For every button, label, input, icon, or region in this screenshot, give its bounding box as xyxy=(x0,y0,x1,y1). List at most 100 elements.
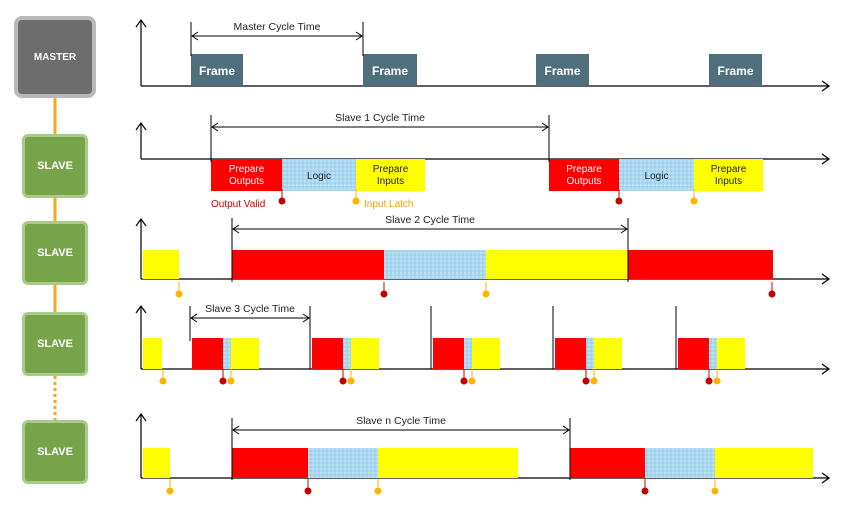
input-latch-marker xyxy=(713,377,721,385)
prepare-outputs-block xyxy=(232,250,384,279)
slave3-cycle-label: Slave 3 Cycle Time xyxy=(205,303,295,315)
time-axis-arrowhead xyxy=(821,363,831,375)
output-valid-marker xyxy=(304,487,312,495)
prepare-inputs-block xyxy=(594,338,622,369)
slave-node-n: SLAVE xyxy=(22,420,88,484)
prepare-inputs-block-label: Prepare xyxy=(373,164,409,175)
prepare-outputs-block xyxy=(192,338,223,369)
logic-block xyxy=(282,159,356,191)
prepare-outputs-block xyxy=(433,338,464,369)
input-latch-marker xyxy=(482,290,490,298)
logic-block xyxy=(384,250,486,279)
frame-block xyxy=(363,54,417,86)
prepare-inputs-block-label: Inputs xyxy=(377,176,404,187)
output-valid-marker xyxy=(768,290,776,298)
prepare-inputs-block-label: Prepare xyxy=(711,164,747,175)
prepare-outputs-block-label: Prepare xyxy=(229,164,265,175)
slave-node-1: SLAVE xyxy=(22,134,88,198)
prepare-inputs-block xyxy=(378,448,518,478)
slave-node-2: SLAVE xyxy=(22,221,88,285)
prepare-outputs-block xyxy=(211,159,282,191)
cycle-arrowhead-left xyxy=(232,224,240,234)
prepare-inputs-block xyxy=(486,250,628,279)
logic-block xyxy=(586,338,594,369)
time-axis-arrowhead xyxy=(821,153,831,165)
time-axis-arrowhead xyxy=(821,273,831,285)
output-valid-marker xyxy=(460,377,468,385)
cycle-arrowhead-left xyxy=(211,122,219,132)
master-label: MASTER xyxy=(33,51,77,63)
logic-block xyxy=(308,448,378,478)
slave-node-3: SLAVE xyxy=(22,312,88,376)
prepare-outputs-block xyxy=(628,250,773,279)
slave-label: SLAVE xyxy=(37,247,73,259)
prepare-outputs-block-label: Outputs xyxy=(229,176,264,187)
input-latch-marker xyxy=(590,377,598,385)
frame-label: Frame xyxy=(544,64,580,78)
prepare-outputs-block xyxy=(312,338,343,369)
cycle-arrowhead-right xyxy=(302,313,310,323)
cycle-arrowhead-right xyxy=(355,31,363,41)
prepare-inputs-block xyxy=(231,338,259,369)
vertical-axis-arrowhead xyxy=(135,412,147,422)
logic-block-label: Logic xyxy=(307,171,331,182)
prepare-inputs-block xyxy=(143,250,179,279)
input-latch-marker xyxy=(352,197,360,205)
vertical-axis-arrowhead xyxy=(135,217,147,227)
logic-block xyxy=(464,338,472,369)
frame-label: Frame xyxy=(199,64,235,78)
prepare-inputs-block xyxy=(694,159,763,191)
prepare-outputs-block-label: Outputs xyxy=(566,176,601,187)
slaven-cycle-label: Slave n Cycle Time xyxy=(356,415,446,427)
logic-block-label: Logic xyxy=(645,171,669,182)
input-latch-marker xyxy=(374,487,382,495)
prepare-outputs-block xyxy=(549,159,619,191)
output-valid-marker xyxy=(582,377,590,385)
prepare-inputs-block xyxy=(717,338,745,369)
logic-block xyxy=(343,338,351,369)
time-axis-arrowhead xyxy=(821,472,831,484)
prepare-inputs-block-label: Inputs xyxy=(715,176,742,187)
input-latch-marker xyxy=(159,377,167,385)
prepare-outputs-block-label: Prepare xyxy=(566,164,602,175)
prepare-outputs-block xyxy=(678,338,709,369)
input-latch-marker xyxy=(175,290,183,298)
logic-block xyxy=(619,159,694,191)
cycle-arrowhead-right xyxy=(562,425,570,435)
slave1-cycle-label: Slave 1 Cycle Time xyxy=(335,112,425,124)
slave-label: SLAVE xyxy=(37,338,73,350)
output-valid-marker xyxy=(219,377,227,385)
frame-block xyxy=(709,54,762,86)
input-latch-marker xyxy=(347,377,355,385)
prepare-inputs-block xyxy=(715,448,813,478)
prepare-inputs-block xyxy=(143,448,170,478)
frame-label: Frame xyxy=(717,64,753,78)
output-valid-label: Output Valid xyxy=(211,199,265,210)
vertical-axis-arrowhead xyxy=(135,121,147,131)
output-valid-marker xyxy=(278,197,286,205)
input-latch-marker xyxy=(468,377,476,385)
cycle-arrowhead-left xyxy=(190,313,198,323)
output-valid-marker xyxy=(339,377,347,385)
prepare-inputs-block xyxy=(351,338,379,369)
input-latch-marker xyxy=(166,487,174,495)
master-node: MASTER xyxy=(14,16,96,98)
input-latch-marker xyxy=(690,197,698,205)
prepare-outputs-block xyxy=(232,448,308,478)
cycle-arrowhead-right xyxy=(620,224,628,234)
cycle-arrowhead-right xyxy=(541,122,549,132)
prepare-inputs-block xyxy=(472,338,500,369)
prepare-outputs-block xyxy=(570,448,645,478)
output-valid-marker xyxy=(705,377,713,385)
vertical-axis-arrowhead xyxy=(135,304,147,314)
output-valid-marker xyxy=(641,487,649,495)
input-latch-marker xyxy=(711,487,719,495)
input-latch-label: Input Latch xyxy=(364,199,413,210)
time-axis-arrowhead xyxy=(821,80,831,92)
output-valid-marker xyxy=(380,290,388,298)
prepare-outputs-block xyxy=(555,338,586,369)
cycle-arrowhead-left xyxy=(232,425,240,435)
prepare-inputs-block xyxy=(356,159,425,191)
prepare-inputs-block xyxy=(143,338,162,369)
